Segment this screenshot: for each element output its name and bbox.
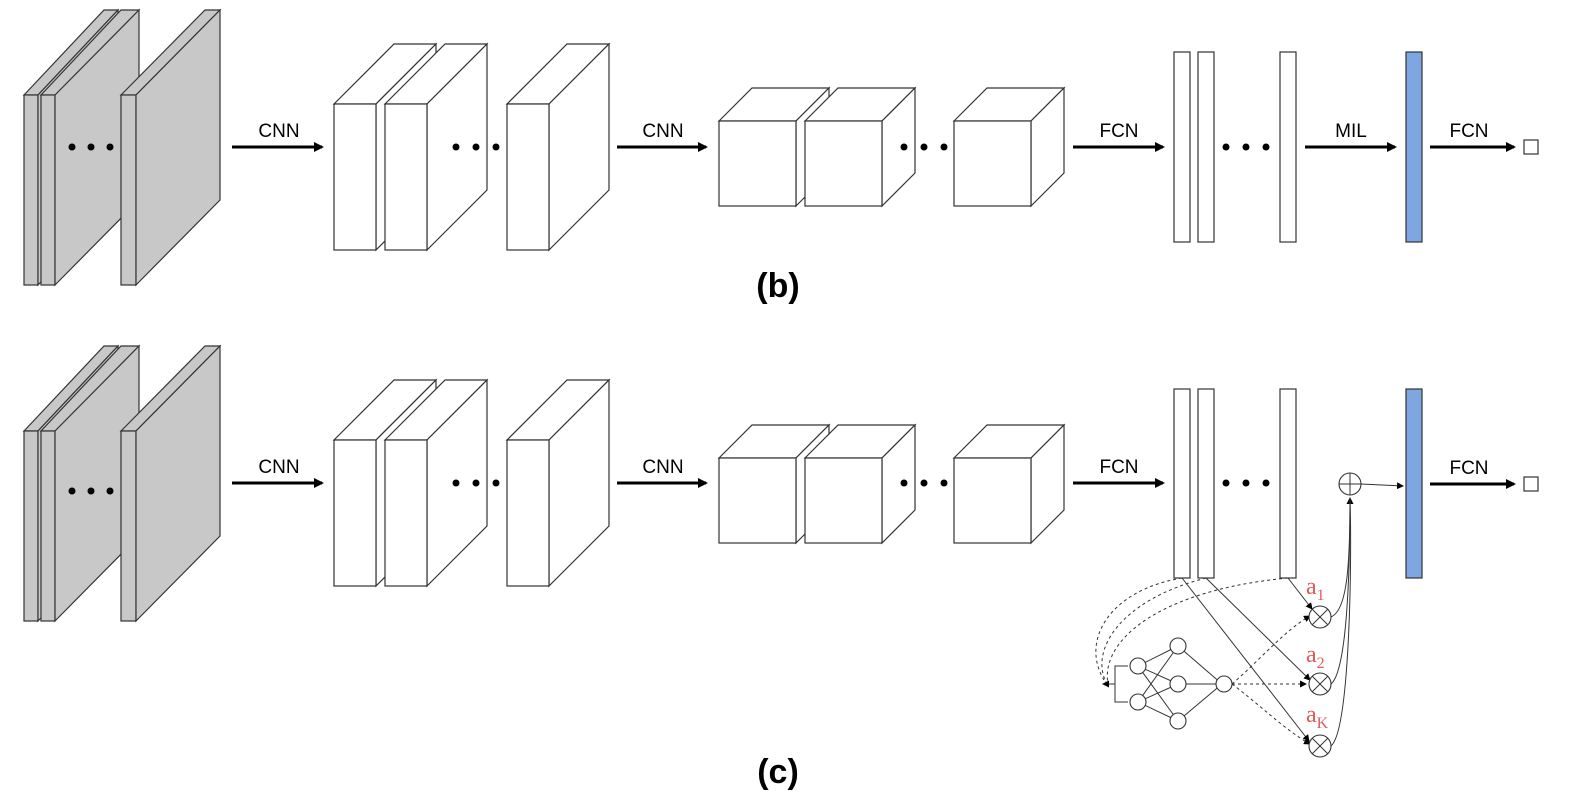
cnn-label-1-b: CNN [258, 121, 299, 142]
instance-vectors-c [1173, 388, 1297, 579]
attention-network [1095, 577, 1311, 745]
mult2-to-sum [1330, 497, 1351, 685]
vector-2-line [1205, 577, 1311, 681]
fcn-label-2-b: FCN [1449, 121, 1488, 142]
output-node-c [1523, 476, 1539, 492]
fcn-label-1-b: FCN [1099, 121, 1138, 142]
input-slices-c [22, 344, 222, 623]
attention-weight-k: aK [1306, 702, 1329, 732]
feature-maps-1-b [332, 42, 611, 252]
pipeline-b: CNN CNN [22, 8, 1539, 305]
attention-weight-2: a2 [1306, 642, 1325, 672]
output-node-b [1523, 139, 1539, 155]
pipeline-c: CNN CNN [22, 344, 1539, 791]
mil-label-b: MIL [1335, 121, 1367, 142]
cnn-label-2-c: CNN [642, 457, 683, 478]
multiply-icon-2 [1308, 672, 1332, 696]
sum-to-bag-arrow [1360, 482, 1404, 490]
instance-vectors-b [1173, 51, 1297, 243]
bag-vector-c [1405, 388, 1423, 579]
fcn-label-2-c: FCN [1449, 458, 1488, 479]
fcn-label-1-c: FCN [1099, 457, 1138, 478]
feature-maps-1-c [332, 378, 611, 588]
vector-k-line [1287, 577, 1313, 610]
caption-b: (b) [756, 267, 799, 305]
bag-vector-b [1405, 51, 1423, 243]
feature-cubes-c [717, 423, 1066, 545]
caption-c: (c) [757, 753, 799, 791]
sum-node-icon [1338, 472, 1362, 496]
feature-cubes-b [717, 86, 1066, 208]
multiply-icon-1 [1308, 605, 1332, 629]
cnn-label-2-b: CNN [642, 121, 683, 142]
multk-to-sum [1330, 497, 1352, 747]
vector-1-line [1181, 577, 1310, 742]
input-slices-b [22, 8, 222, 287]
attention-weight-1: a1 [1306, 574, 1325, 604]
cnn-label-1-c: CNN [258, 457, 299, 478]
multiply-icon-k [1308, 734, 1332, 758]
